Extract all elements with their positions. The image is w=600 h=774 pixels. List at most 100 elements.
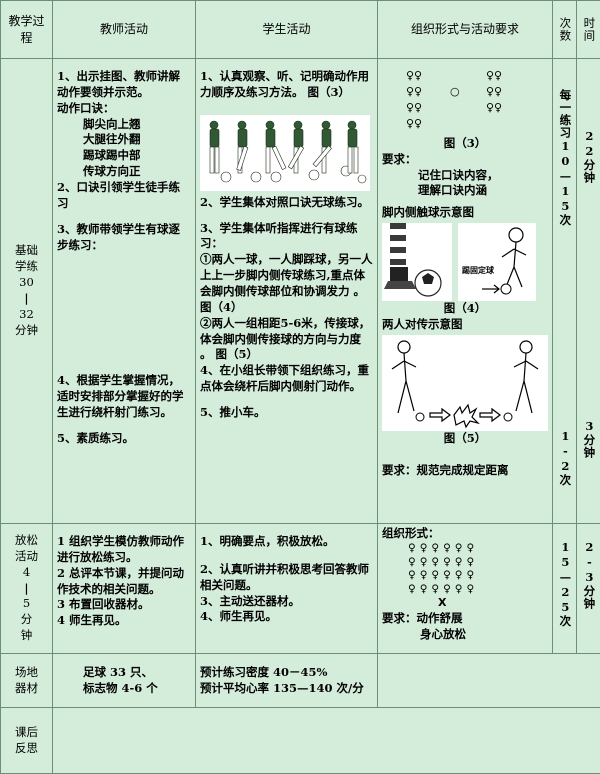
relax-formation-row-1: ♀♀♀♀♀♀ — [408, 542, 548, 556]
basic-times-cell: 每一练习10—15次 1-2次 — [553, 59, 577, 524]
relax-student-4: 4、师生再见。 — [200, 609, 373, 625]
formation-row-b3: ♀♀ — [486, 101, 502, 114]
relax-formation-row-3: ♀♀♀♀♀♀ — [408, 569, 548, 583]
teacher-item-2: 2、口诀引领学生徒手练习 — [57, 180, 191, 212]
org-req-1: 记住口诀内容， — [382, 168, 548, 184]
header-duration: 时间 — [577, 1, 600, 59]
basic-duration-b: 3分钟 — [581, 419, 597, 459]
header-organization: 组织形式与活动要求 — [378, 1, 553, 59]
relax-label-cell: 放松活动 4 | 5 分钟 — [1, 524, 53, 654]
pass-exchange-diagram — [382, 335, 548, 431]
basic-minutes-end: 32 — [5, 307, 48, 323]
formation-row-a1: ♀♀ — [406, 69, 422, 82]
basic-dash: | — [5, 291, 48, 307]
header-teacher: 教师活动 — [53, 1, 196, 59]
relax-dash: | — [5, 581, 48, 597]
relax-teacher-1: 1 组织学生模仿教师动作进行放松练习。 — [57, 534, 191, 566]
relax-organization-cell: 组织形式： ♀♀♀♀♀♀ ♀♀♀♀♀♀ ♀♀♀♀♀♀ ♀♀♀♀♀♀ X 要求：动… — [378, 524, 553, 654]
venue-density: 预计练习密度 40－45% — [200, 665, 373, 681]
basic-unit: 分钟 — [5, 323, 48, 339]
relax-student-3: 3、主动送还器材。 — [200, 594, 373, 610]
kick-fixed-ball-image: 踢固定球 — [458, 223, 536, 301]
org-req-2: 理解口诀内涵 — [382, 183, 548, 199]
basic-duration-a: 22分钟 — [581, 129, 597, 289]
relax-unit: 分钟 — [20, 612, 34, 644]
chant-title: 动作口诀： — [57, 101, 191, 117]
basic-times-b: 1-2次 — [557, 429, 573, 487]
relax-label: 放松活动 — [13, 533, 41, 565]
relax-student-2: 2、认真听讲并积极思考回答教师相关问题。 — [200, 562, 373, 594]
kicking-sequence-figure — [200, 115, 370, 191]
reflection-label-cell: 课后反思 — [1, 708, 53, 774]
formation-row-a2: ♀♀ — [406, 85, 422, 98]
relax-org-title: 组织形式： — [382, 526, 548, 542]
basic-label-cell: 基础学练 30 | 32 分钟 — [1, 59, 53, 524]
venue-empty-cell — [378, 654, 600, 708]
formation-diagram: ♀♀ ♀♀ ♀♀ ○ ♀♀ ♀♀ ♀♀ ♀♀ — [382, 65, 548, 131]
teacher-item-4: 4、根据学生掌握情况，适时安排部分掌握好的学生进行绕杆射门练习。 — [57, 373, 191, 421]
reflection-content-cell — [53, 708, 600, 774]
relax-student-cell: 1、明确要点，积极放松。 2、认真听讲并积极思考回答教师相关问题。 3、主动送还… — [196, 524, 378, 654]
student-sub-2: ②两人一组相距5-6米，传接球，体会脚内侧传接球的方向与力度 。 图（5） — [200, 316, 373, 364]
chant-line-2: 大腿往外翻 — [57, 132, 191, 148]
basic-duration-cell: 22分钟 3分钟 — [577, 59, 600, 524]
diagram1-title: 脚内侧触球示意图 — [382, 205, 548, 221]
venue-label: 场地器材 — [13, 665, 41, 697]
basic-student-cell: 1、认真观察、听、记明确动作用力顺序及练习方法。 图（3） 2、学生集体对照口诀… — [196, 59, 378, 524]
venue-row: 场地器材 足球 33 只、 标志物 4-6 个 预计练习密度 40－45% 预计… — [1, 654, 600, 708]
formation-row-b2: ♀♀ — [486, 85, 502, 98]
teacher-item-5: 5、素质练习。 — [57, 431, 191, 447]
header-process: 教学过程 — [1, 1, 53, 59]
header-student: 学生活动 — [196, 1, 378, 59]
header-times: 次数 — [553, 1, 577, 59]
formation-row-a4: ♀♀ — [406, 117, 422, 130]
relax-minutes-start: 4 — [5, 565, 48, 581]
venue-heart-rate: 预计平均心率 135—140 次/分 — [200, 681, 373, 697]
fig4-label: 踢固定球 — [462, 265, 495, 275]
relax-formation: ♀♀♀♀♀♀ ♀♀♀♀♀♀ ♀♀♀♀♀♀ ♀♀♀♀♀♀ X — [382, 542, 548, 611]
relax-teacher-cell: 1 组织学生模仿教师动作进行放松练习。 2 总评本节课，并提问动作技术的相关问题… — [53, 524, 196, 654]
basic-minutes-start: 30 — [5, 275, 48, 291]
reflection-row: 课后反思 — [1, 708, 600, 774]
relax-student-1: 1、明确要点，积极放松。 — [200, 534, 373, 550]
basic-organization-cell: ♀♀ ♀♀ ♀♀ ○ ♀♀ ♀♀ ♀♀ ♀♀ 图（3） 要求： 记住口诀内容， … — [378, 59, 553, 524]
relax-minutes-end: 5 — [5, 596, 48, 612]
fig4-images: 踢固定球 — [382, 223, 548, 301]
relax-formation-row-2: ♀♀♀♀♀♀ — [408, 556, 548, 570]
venue-estimates-cell: 预计练习密度 40－45% 预计平均心率 135—140 次/分 — [196, 654, 378, 708]
relax-duration-cell: 2-3分钟 — [577, 524, 600, 654]
basic-teacher-cell: 1、出示挂图、教师讲解动作要领并示范。 动作口诀： 脚尖向上翘 大腿往外翻 踢球… — [53, 59, 196, 524]
relax-teacher-2: 2 总评本节课，并提问动作技术的相关问题。 — [57, 566, 191, 598]
foot-ball-contact-image — [382, 223, 452, 301]
chant-line-3: 踢球踢中部 — [57, 148, 191, 164]
relax-req-2: 身心放松 — [382, 627, 548, 643]
student-item-4: 4、在小组长带领下组织练习，重点体会绕杆后脚内侧射门动作。 — [200, 363, 373, 395]
relax-req-1: 要求：动作舒展 — [382, 611, 548, 627]
student-item-5: 5、推小车。 — [200, 405, 373, 421]
student-sub-1: ①两人一球，一人脚踩球，另一人上上一步脚内侧传球练习,重点体会脚内侧传球部位和协… — [200, 252, 373, 315]
relax-teacher-4: 4 师生再见。 — [57, 613, 191, 629]
relax-teacher-3: 3 布置回收器材。 — [57, 597, 191, 613]
diagram2-title: 两人对传示意图 — [382, 317, 548, 333]
fig3-caption: 图（3） — [382, 136, 548, 152]
teacher-item-1: 1、出示挂图、教师讲解动作要领并示范。 — [57, 69, 191, 101]
org-req-title: 要求： — [382, 152, 548, 168]
header-row: 教学过程 教师活动 学生活动 组织形式与活动要求 次数 时间 — [1, 1, 600, 59]
venue-equipment-1: 足球 33 只、 — [83, 665, 191, 681]
chant-line-1: 脚尖向上翘 — [57, 117, 191, 133]
fig5-caption: 图（5） — [382, 431, 548, 447]
venue-equipment-cell: 足球 33 只、 标志物 4-6 个 — [53, 654, 196, 708]
basic-times-a: 每一练习10—15次 — [557, 89, 573, 309]
formation-ball: ○ — [450, 85, 460, 98]
relax-formation-row-4: ♀♀♀♀♀♀ — [408, 583, 548, 597]
formation-row-a3: ♀♀ — [406, 101, 422, 114]
org-req-final: 要求：规范完成规定距离 — [382, 463, 548, 479]
relax-teacher-mark: X — [408, 596, 548, 610]
basic-practice-row: 基础学练 30 | 32 分钟 1、出示挂图、教师讲解动作要领并示范。 动作口诀… — [1, 59, 600, 524]
venue-equipment-2: 标志物 4-6 个 — [83, 681, 191, 697]
relax-times: 15—25次 — [557, 540, 573, 628]
teacher-item-3: 3、教师带领学生有球逐步练习： — [57, 222, 191, 254]
fig4-caption: 图（4） — [382, 301, 548, 317]
